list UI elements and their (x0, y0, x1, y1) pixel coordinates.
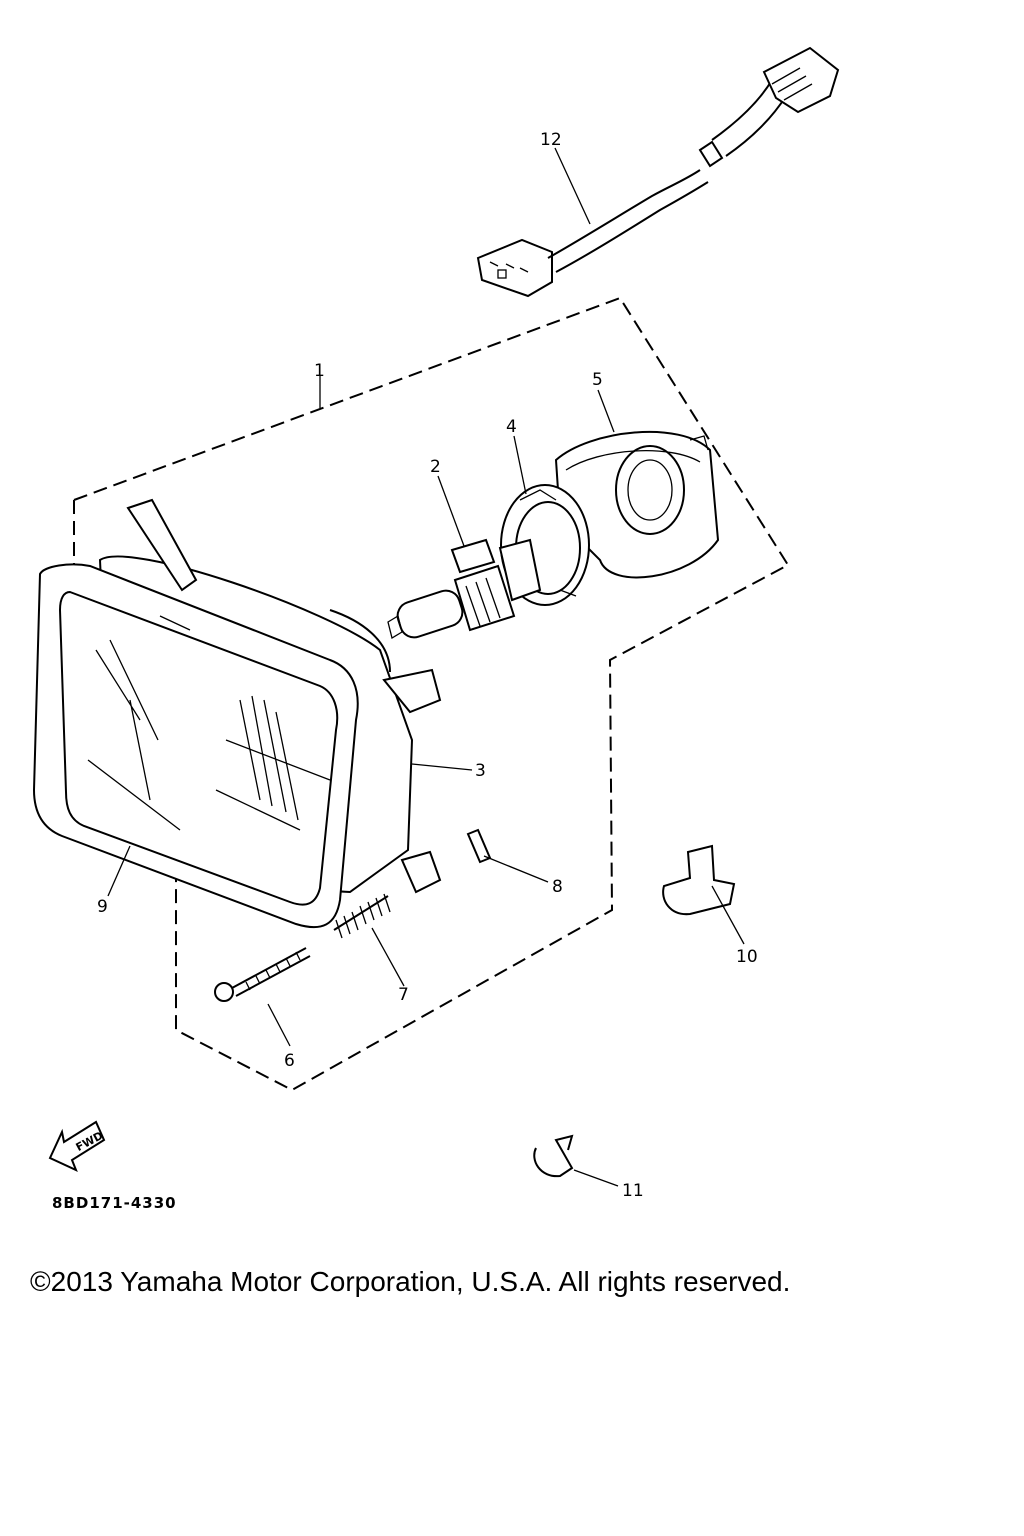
callout-2: 2 (430, 457, 441, 477)
diagram-part-number: 8BD171-4330 (52, 1194, 177, 1212)
callout-7: 7 (398, 985, 409, 1005)
callout-3: 3 (475, 761, 486, 781)
callout-1: 1 (314, 361, 325, 381)
lens-frame (32, 563, 359, 929)
callout-4: 4 (506, 417, 517, 437)
fwd-arrow-icon: FWD (48, 1120, 106, 1172)
clamp-11 (533, 1134, 574, 1178)
leader-lines (107, 147, 745, 1187)
callout-11: 11 (622, 1181, 644, 1201)
callout-12: 12 (540, 130, 562, 150)
socket-cover (554, 430, 720, 579)
clamp-10 (662, 844, 736, 916)
callout-9: 9 (97, 897, 108, 917)
wire-harness (476, 46, 840, 298)
spring (333, 893, 391, 939)
callout-6: 6 (284, 1051, 295, 1071)
callout-10: 10 (736, 947, 758, 967)
screw (214, 947, 311, 1002)
callout-5: 5 (592, 370, 603, 390)
halogen-bulb (387, 538, 542, 640)
copyright-notice: ©2013 Yamaha Motor Corporation, U.S.A. A… (30, 1266, 791, 1297)
callout-8: 8 (552, 877, 563, 897)
